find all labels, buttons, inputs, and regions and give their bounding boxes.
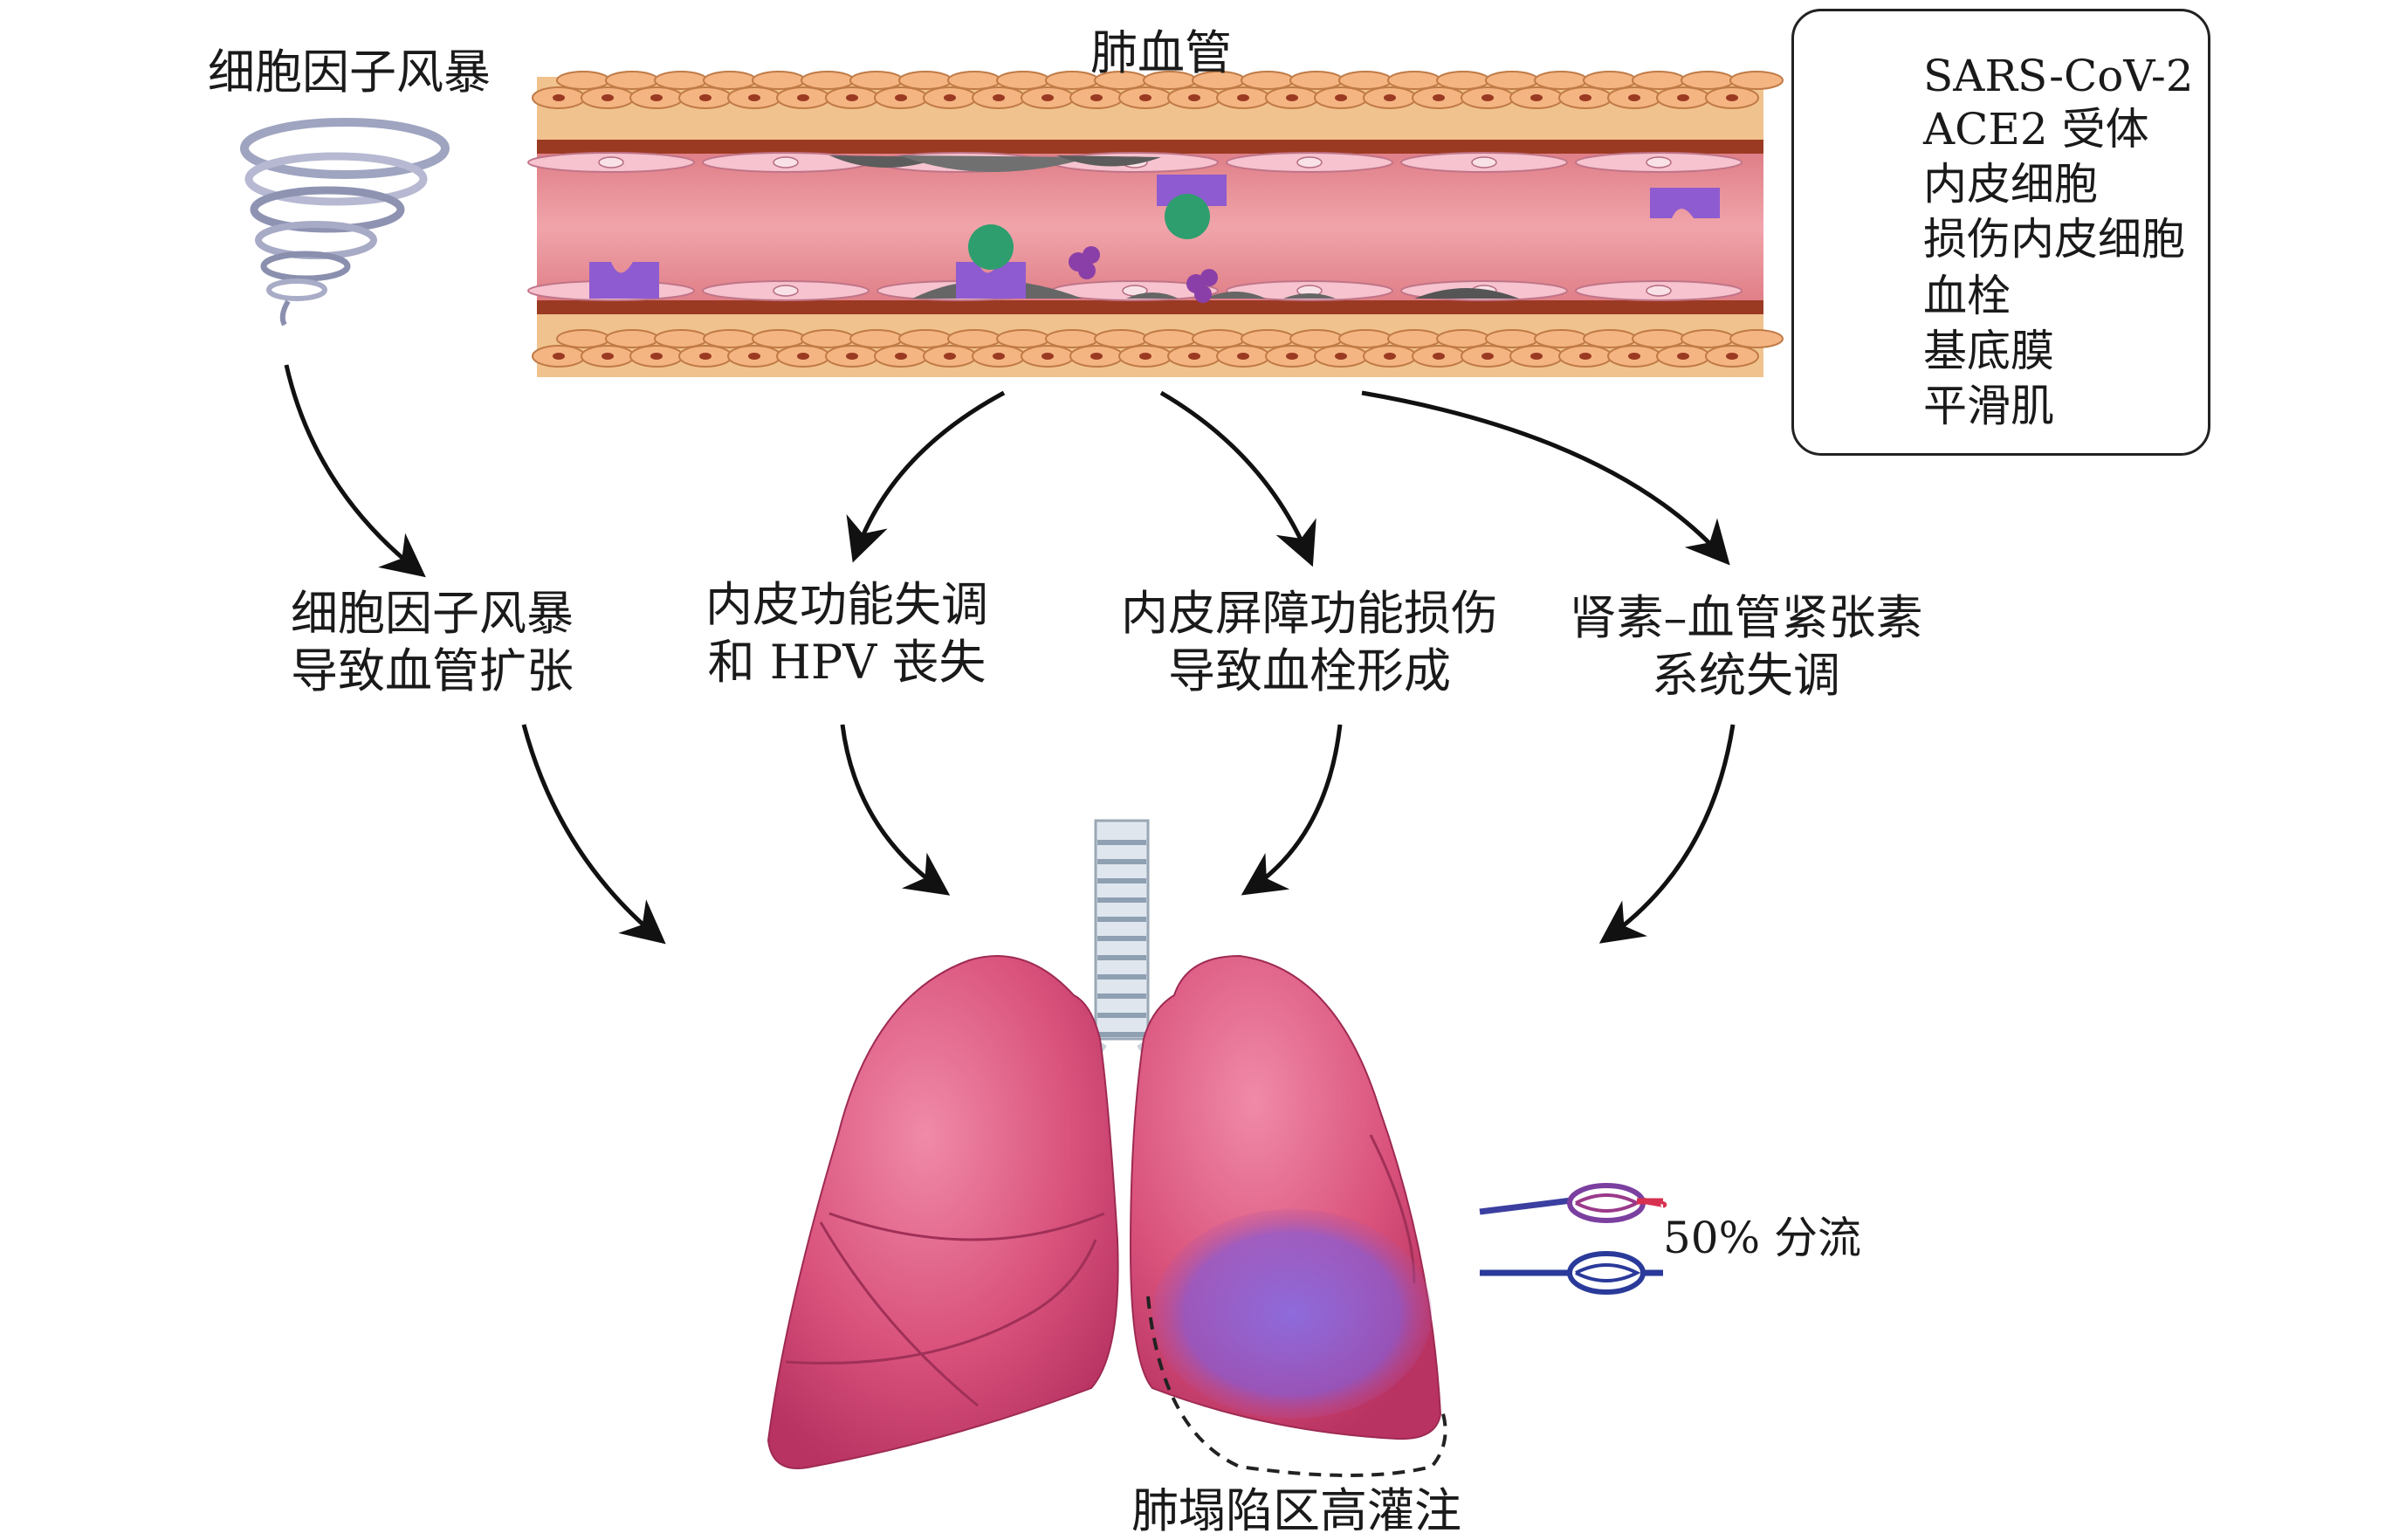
- perfusion-area: [1152, 1209, 1432, 1419]
- vessel-title: 肺血管: [1090, 25, 1232, 80]
- mechanism-line: 导致血栓形成: [1168, 643, 1451, 698]
- arrow-thrombosis-to-lung: [1241, 724, 1343, 896]
- storm-label: 细胞因子风暴: [208, 45, 491, 100]
- legend-label: 血栓: [1923, 271, 2011, 321]
- legend-item-basement: 基底膜: [1794, 323, 2213, 379]
- pulmonary-vessel: [527, 71, 1784, 377]
- legend-label: ACE2 受体: [1923, 104, 2149, 155]
- legend-label: 损伤内皮细胞: [1923, 214, 2185, 265]
- arrow-vessel-to-thrombosis: [1159, 390, 1316, 567]
- sars-cov-2-particles: [968, 194, 1210, 270]
- legend: SARS-CoV-2 ACE2 受体 内皮细胞 损伤内皮细胞 血栓 基底膜 平滑…: [1791, 9, 2210, 456]
- shunt-label: 50% 分流: [1663, 1213, 1862, 1263]
- basement-membrane-top: [537, 140, 1763, 154]
- arrow-dilation-to-lung: [521, 724, 666, 945]
- arrow-vessel-to-ras: [1361, 390, 1730, 566]
- mechanism-dysfunction: 内皮功能失调 和 HPV 丧失: [650, 576, 1043, 691]
- legend-item-damaged: 损伤内皮细胞: [1794, 211, 2213, 267]
- mechanism-line: 肾素–血管紧张素: [1569, 590, 1923, 645]
- arrow-storm-to-dilation: [284, 364, 426, 578]
- mechanism-dilation: 细胞因子风暴 导致血管扩张: [236, 585, 629, 700]
- arrow-dysfunction-to-lung: [840, 724, 951, 896]
- shunt-icon: [1479, 1183, 1667, 1295]
- arrow-vessel-to-dysfunction: [846, 390, 1006, 563]
- mechanism-line: 内皮屏障功能损伤: [1121, 586, 1498, 641]
- mechanism-ras: 肾素–血管紧张素 系统失调: [1536, 589, 1956, 705]
- mechanism-thrombosis: 内皮屏障功能损伤 导致血栓形成: [1083, 585, 1536, 700]
- arrow-ras-to-lung: [1598, 724, 1736, 944]
- smooth-muscle-top: [532, 71, 1784, 109]
- legend-label: 内皮细胞: [1923, 159, 2098, 210]
- ace2-receptors: [589, 175, 1720, 299]
- legend-item-ace2: ACE2 受体: [1794, 101, 2213, 157]
- legend-item-virus: SARS-CoV-2: [1794, 48, 2213, 104]
- blood-clots: [1069, 246, 1218, 303]
- legend-label: 基底膜: [1923, 326, 2054, 376]
- lungs: [766, 954, 1447, 1477]
- mechanism-line: 系统失调: [1652, 648, 1840, 703]
- legend-label: 平滑肌: [1923, 381, 2054, 431]
- vessel-lumen: [537, 154, 1763, 300]
- smooth-muscle-bottom: [532, 329, 1784, 368]
- mechanism-line: 和 HPV 丧失: [707, 635, 986, 690]
- mechanism-line: 导致血管扩张: [291, 643, 574, 698]
- basement-membrane-bottom: [537, 300, 1763, 314]
- legend-item-endothelial: 内皮细胞: [1794, 156, 2213, 212]
- mechanism-line: 内皮功能失调: [705, 577, 988, 632]
- bottom-label: 肺塌陷区高灌注: [1131, 1483, 1461, 1538]
- arrows: [284, 364, 1736, 945]
- legend-label: SARS-CoV-2: [1923, 51, 2194, 101]
- left-lung: [766, 955, 1119, 1469]
- tornado-icon: [240, 118, 450, 327]
- mechanism-line: 细胞因子风暴: [291, 586, 574, 641]
- legend-item-clot: 血栓: [1794, 268, 2213, 324]
- legend-item-smooth: 平滑肌: [1794, 378, 2213, 434]
